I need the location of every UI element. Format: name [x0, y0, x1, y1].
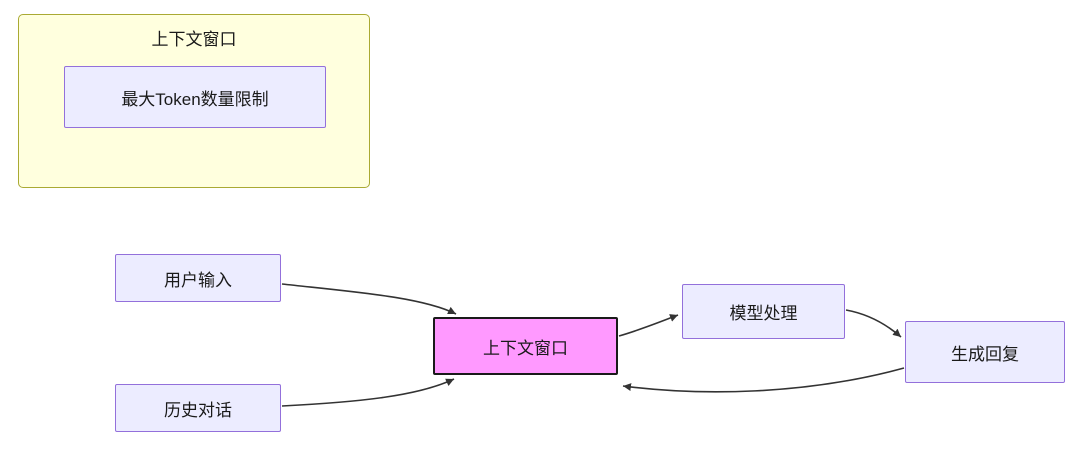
- node-history-dialogue: 历史对话: [115, 384, 281, 432]
- edge-model-to-reply: [845, 309, 902, 338]
- subgraph-title: 上下文窗口: [151, 30, 237, 49]
- edge-history-to-context: [281, 378, 455, 407]
- node-max-token-limit: 最大Token数量限制: [64, 66, 326, 128]
- node-context-window: 上下文窗口: [433, 317, 618, 375]
- edge-context-to-model: [618, 314, 679, 337]
- edge-reply-to-context: [622, 367, 905, 393]
- edge-user-input-to-context: [281, 283, 457, 315]
- node-generate-reply: 生成回复: [905, 321, 1065, 383]
- node-user-input: 用户输入: [115, 254, 281, 302]
- node-model-processing: 模型处理: [682, 284, 845, 339]
